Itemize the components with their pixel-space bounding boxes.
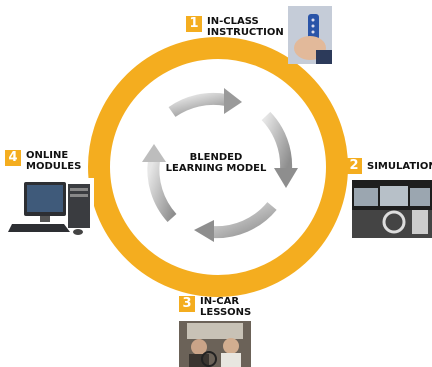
step-3-line1: IN-CAR (200, 296, 240, 307)
step-2-number: 2 (346, 158, 362, 174)
cycle-arrow-left (142, 144, 177, 223)
learning-ring (88, 37, 348, 297)
clicker-photo (288, 6, 332, 64)
step-4-number: 4 (5, 150, 21, 166)
step-4-line2: MODULES (26, 161, 82, 172)
car-lesson-photo (179, 321, 251, 367)
step-4-text: ONLINE MODULES (26, 150, 81, 172)
step-3-label: 3 IN-CAR LESSONS (179, 296, 251, 318)
step-1-text: IN-CLASS INSTRUCTION (207, 16, 284, 38)
step-3-number: 3 (179, 296, 195, 312)
step-3-text: IN-CAR LESSONS (200, 296, 251, 318)
step-4-line1: ONLINE (26, 150, 69, 161)
step-1-label: 1 IN-CLASS INSTRUCTION (186, 16, 284, 38)
step-1-number: 1 (186, 16, 202, 32)
center-title: BLENDED LEARNING MODEL (140, 152, 292, 174)
cycle-arrow-right (261, 111, 298, 188)
step-2-text: SIMULATION (367, 161, 432, 172)
cycle-arrow-top (168, 88, 242, 118)
step-2-line1: SIMULATION (367, 161, 432, 172)
step-1-line2: INSTRUCTION (207, 27, 284, 38)
cycle-arrow-bottom (194, 202, 277, 242)
center-title-line2: LEARNING MODEL (165, 163, 267, 174)
step-2-label: 2 SIMULATION (346, 158, 432, 174)
simulator-photo (352, 180, 432, 238)
step-3-line2: LESSONS (200, 307, 252, 318)
step-1-line1: IN-CLASS (207, 16, 259, 27)
center-title-line1: BLENDED (189, 152, 243, 163)
step-4-label: 4 ONLINE MODULES (5, 150, 81, 172)
computer-photo (6, 178, 94, 236)
